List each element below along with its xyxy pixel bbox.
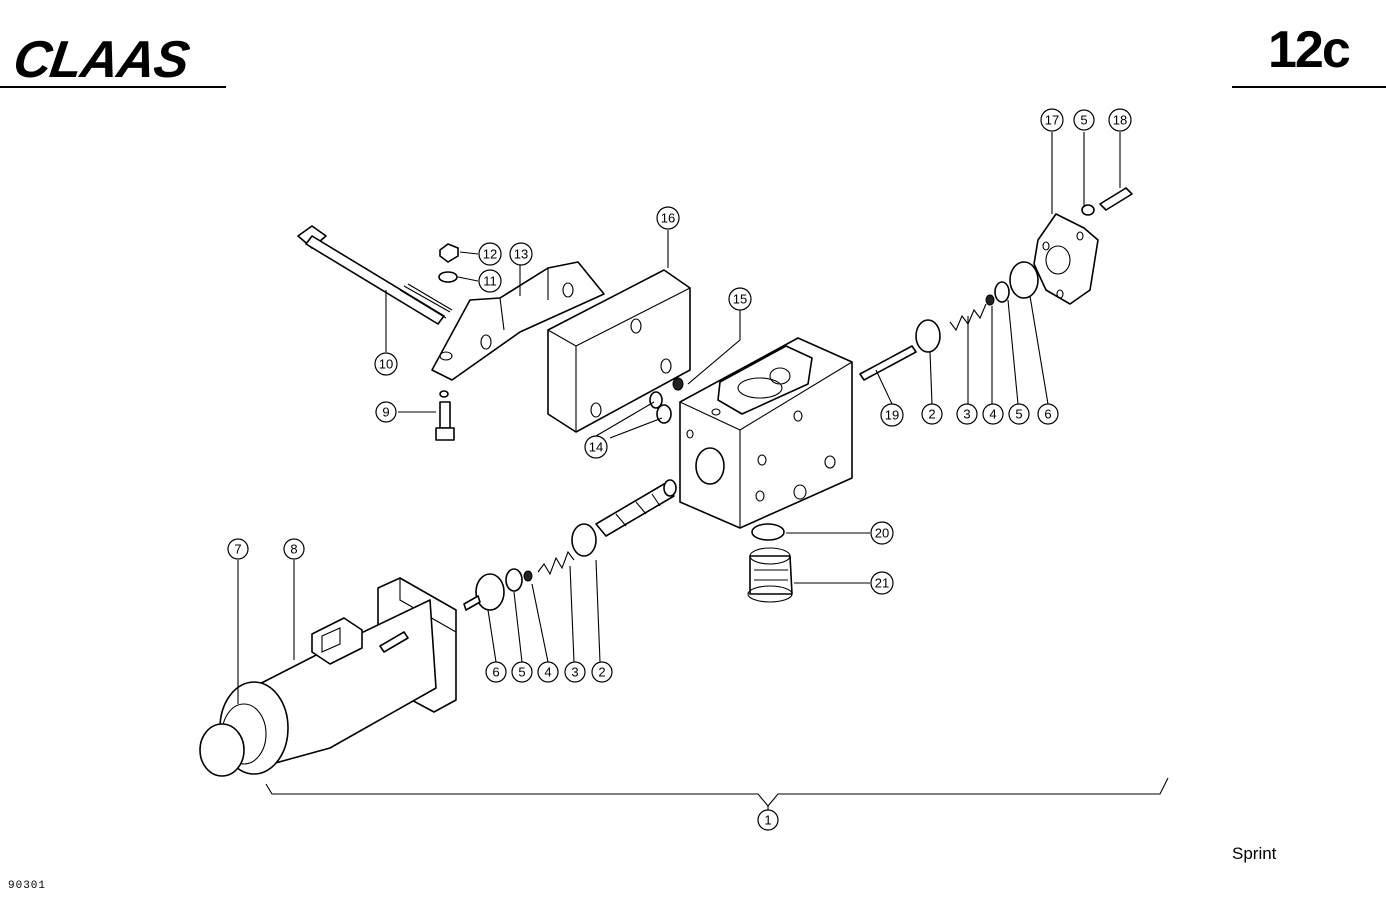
- callout-11: 11: [478, 269, 502, 293]
- solenoid-coil: [199, 577, 457, 777]
- callout-label: 5: [518, 665, 525, 680]
- page-number: 12c: [1268, 21, 1351, 79]
- callout-label: 3: [571, 665, 578, 680]
- callout-19: 19: [880, 403, 904, 427]
- callout-label: 4: [544, 665, 551, 680]
- figure-number: 90301: [8, 880, 47, 892]
- callout-label: 17: [1045, 113, 1059, 128]
- callout-label: 21: [875, 576, 889, 591]
- callout-3a: 3: [564, 661, 586, 683]
- callout-6a: 6: [485, 661, 507, 683]
- right-side-parts: [859, 187, 1133, 381]
- callout-7: 7: [227, 538, 249, 560]
- nut-and-washer: [438, 243, 459, 283]
- callout-label: 13: [514, 247, 528, 262]
- callout-label: 19: [885, 408, 899, 423]
- callout-4a: 4: [537, 661, 559, 683]
- lower-plug: [747, 523, 793, 603]
- callout-label: 18: [1113, 113, 1127, 128]
- callout-21: 21: [870, 571, 894, 595]
- callout-9: 9: [375, 401, 397, 423]
- callout-label: 16: [661, 211, 675, 226]
- long-bolt: [297, 225, 453, 325]
- header-rule-left: [0, 86, 226, 88]
- callout-label: 20: [875, 526, 889, 541]
- callout-20: 20: [870, 521, 894, 545]
- callout-8: 8: [283, 538, 305, 560]
- cover-plate: [547, 269, 691, 433]
- callout-10: 10: [374, 352, 398, 376]
- valve-body: [679, 337, 853, 529]
- callout-label: 2: [928, 407, 935, 422]
- model-label: Sprint: [1232, 844, 1277, 863]
- callout-15: 15: [728, 287, 752, 311]
- callout-label: 1: [764, 813, 771, 828]
- callout-5a: 5: [511, 661, 533, 683]
- callout-5b: 5: [1008, 403, 1030, 425]
- callout-label: 7: [234, 542, 241, 557]
- callout-label: 9: [382, 405, 389, 420]
- valve-spool: [595, 479, 677, 537]
- callout-14: 14: [584, 435, 608, 459]
- callout-label: 8: [290, 542, 297, 557]
- o-rings: [649, 377, 684, 424]
- callout-2b: 2: [921, 403, 943, 425]
- header-rule-right: [1232, 86, 1386, 88]
- callout-label: 3: [963, 407, 970, 422]
- callout-5c: 5: [1073, 109, 1095, 131]
- callout-label: 12: [483, 247, 497, 262]
- callout-label: 10: [379, 357, 393, 372]
- leader-lines: [237, 132, 1121, 810]
- assembly-brace: [265, 777, 1169, 807]
- callout-label: 6: [1044, 407, 1051, 422]
- callout-label: 15: [733, 292, 747, 307]
- callout-label: 11: [483, 274, 497, 289]
- callout-2a: 2: [591, 661, 613, 683]
- callout-16: 16: [656, 206, 680, 230]
- callout-17: 17: [1040, 108, 1064, 132]
- screw: [435, 390, 455, 441]
- callout-3b: 3: [956, 403, 978, 425]
- callout-label: 4: [989, 407, 996, 422]
- callout-label: 5: [1080, 113, 1087, 128]
- callout-12: 12: [478, 242, 502, 266]
- callout-6b: 6: [1037, 403, 1059, 425]
- callout-13: 13: [509, 242, 533, 266]
- callout-1: 1: [757, 809, 779, 831]
- callout-label: 14: [589, 440, 603, 455]
- callout-4b: 4: [982, 403, 1004, 425]
- callout-label: 5: [1015, 407, 1022, 422]
- left-side-parts: [463, 523, 597, 611]
- callout-label: 2: [598, 665, 605, 680]
- callout-label: 6: [492, 665, 499, 680]
- callout-18: 18: [1108, 108, 1132, 132]
- mounting-bracket: [431, 261, 605, 381]
